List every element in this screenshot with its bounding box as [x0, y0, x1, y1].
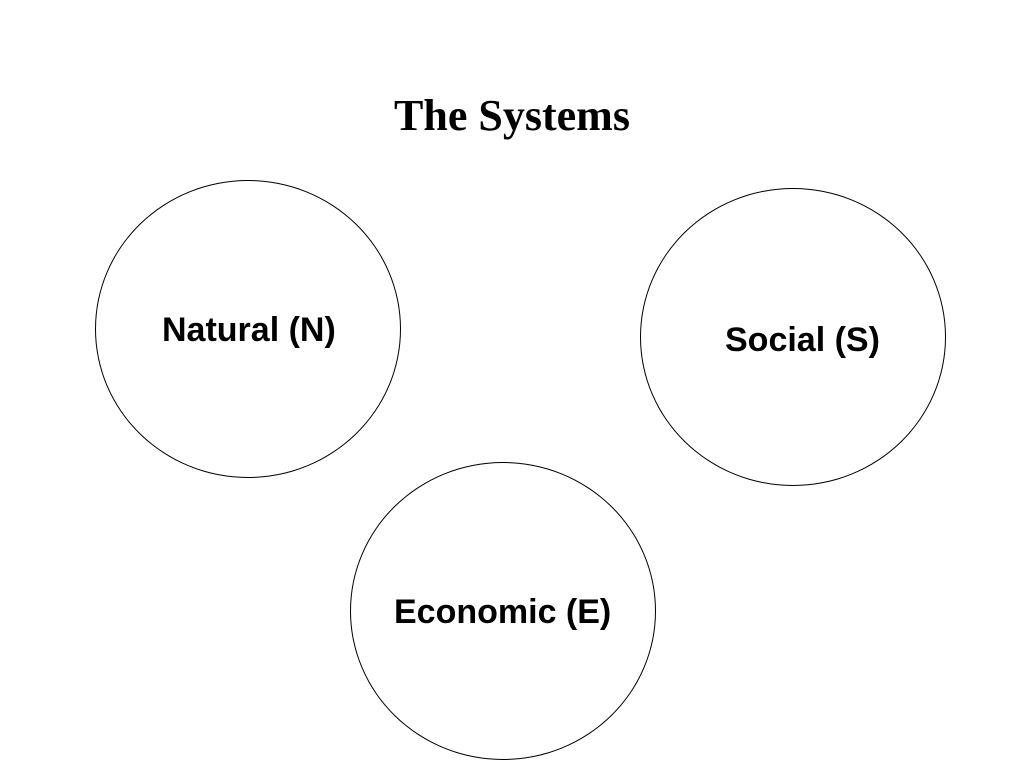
- natural-system-label: Natural (N): [162, 311, 336, 349]
- social-system-label: Social (S): [725, 321, 880, 359]
- social-system-circle: [640, 188, 946, 486]
- economic-system-label: Economic (E): [394, 593, 612, 631]
- natural-system-circle: [95, 180, 401, 478]
- slide-title: The Systems: [394, 91, 630, 140]
- economic-system-circle: [350, 462, 656, 760]
